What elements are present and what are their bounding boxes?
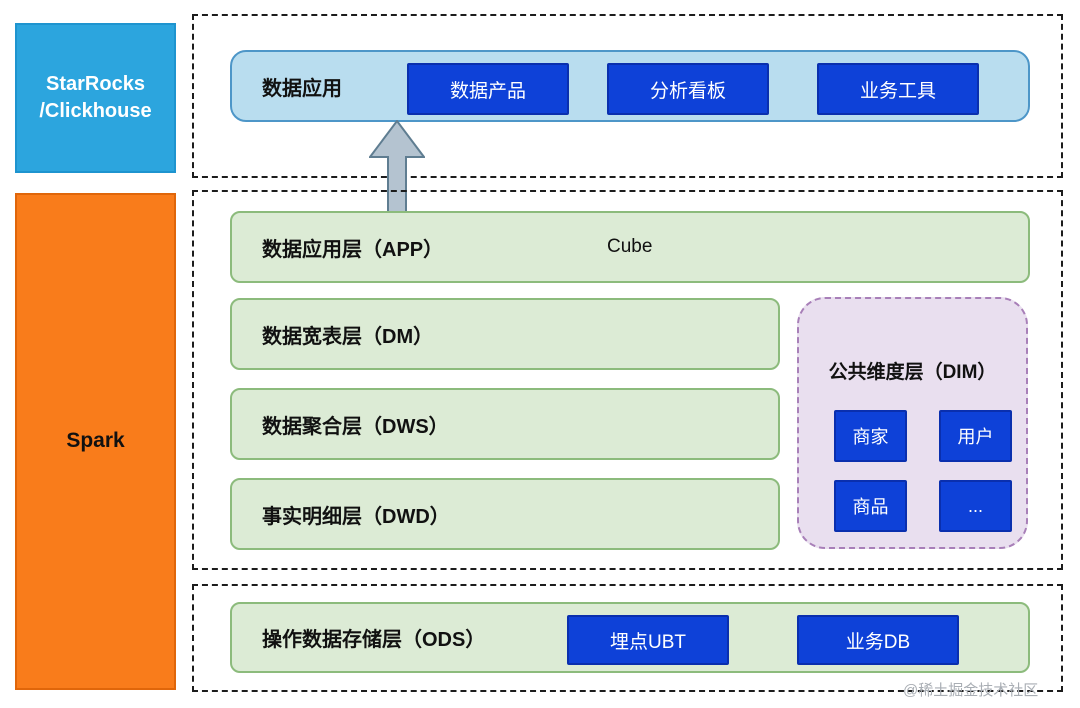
- layer-dm-label: 数据宽表层（DM）: [262, 325, 434, 348]
- layer-ods-label: 操作数据存储层（ODS）: [262, 629, 486, 651]
- ods-group: [192, 584, 1063, 692]
- data-application-bar: 数据应用 数据产品 分析看板 业务工具: [230, 50, 1030, 122]
- analysis-dashboard-button[interactable]: 分析看板: [607, 63, 769, 115]
- spark-label: Spark: [66, 429, 125, 453]
- data-application-group: [192, 14, 1063, 178]
- dim-merchant-button[interactable]: 商家: [834, 410, 907, 462]
- layer-dwd: 事实明细层（DWD）: [230, 478, 780, 550]
- data-product-button[interactable]: 数据产品: [407, 63, 569, 115]
- starrocks-clickhouse-label: StarRocks /Clickhouse: [39, 73, 152, 122]
- dim-goods-button[interactable]: 商品: [834, 480, 907, 532]
- layer-app: 数据应用层（APP） Cube: [230, 211, 1030, 283]
- watermark: @稀土掘金技术社区: [903, 682, 1039, 699]
- cube-note: Cube: [607, 236, 653, 257]
- business-tool-button[interactable]: 业务工具: [817, 63, 979, 115]
- dim-more-button[interactable]: ...: [939, 480, 1012, 532]
- layer-app-label: 数据应用层（APP）: [262, 238, 444, 261]
- layer-dws: 数据聚合层（DWS）: [230, 388, 780, 460]
- ubt-tracking-button[interactable]: 埋点UBT: [567, 615, 729, 665]
- dim-panel-title: 公共维度层（DIM）: [828, 362, 997, 383]
- layer-ods: 操作数据存储层（ODS） 埋点UBT 业务DB: [230, 602, 1030, 673]
- dim-panel: 公共维度层（DIM） 商家 用户 商品 ...: [797, 297, 1028, 549]
- data-warehouse-group: [192, 190, 1063, 570]
- spark-box: Spark: [15, 193, 176, 690]
- layer-dm: 数据宽表层（DM）: [230, 298, 780, 370]
- data-application-label: 数据应用: [262, 77, 342, 100]
- business-db-button[interactable]: 业务DB: [797, 615, 959, 665]
- dim-user-button[interactable]: 用户: [939, 410, 1012, 462]
- layer-dws-label: 数据聚合层（DWS）: [262, 415, 449, 438]
- starrocks-clickhouse-box: StarRocks /Clickhouse: [15, 23, 176, 173]
- layer-dwd-label: 事实明细层（DWD）: [262, 505, 450, 528]
